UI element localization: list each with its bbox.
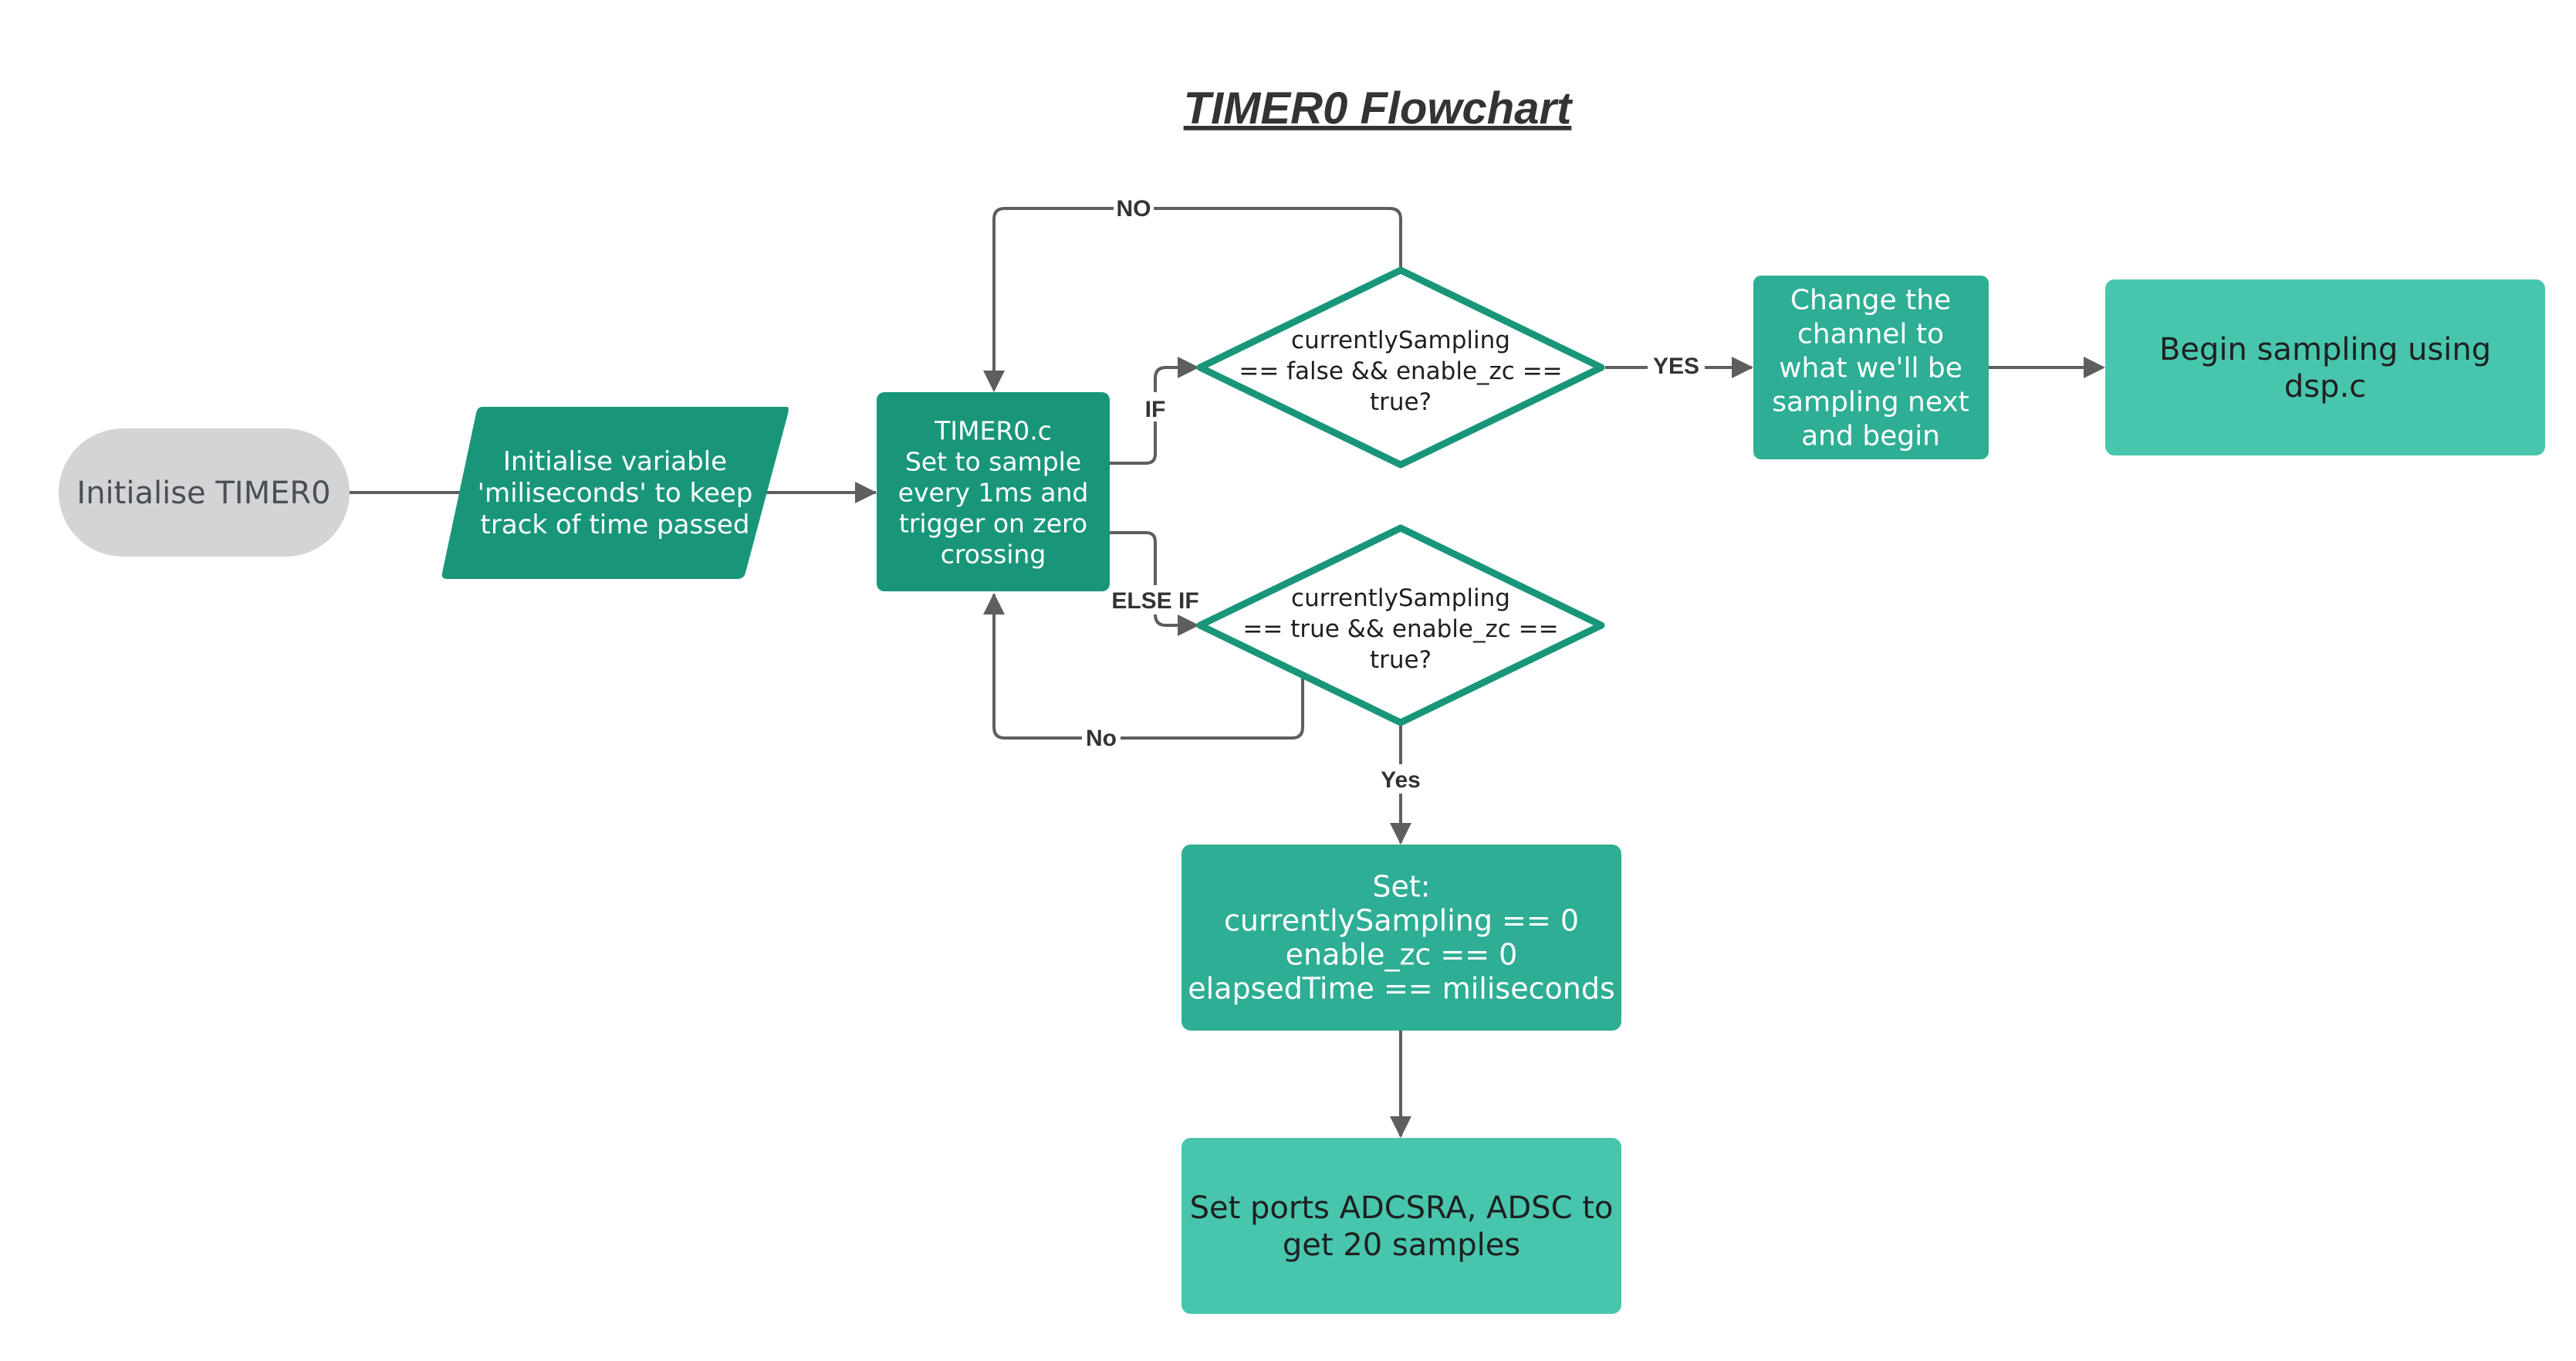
start-terminal-shape xyxy=(59,428,350,557)
node-text-line: get 20 samples xyxy=(1283,1227,1520,1263)
edge-timer0-to-decision-elseif xyxy=(1110,531,1198,627)
arrowhead-loop-top xyxy=(983,371,1005,392)
node-text-line: Set ports ADCSRA, ADSC to xyxy=(1190,1190,1614,1226)
node-decision-elseif: currentlySampling == true && enable_zc ==… xyxy=(1196,524,1605,726)
node-decision-if: currentlySampling == false && enable_zc =… xyxy=(1196,266,1605,469)
node-text-line: elapsedTime == miliseconds xyxy=(1188,971,1615,1005)
decision-if-text: currentlySampling == false && enable_zc =… xyxy=(1239,327,1562,416)
node-text-line: every 1ms and xyxy=(898,478,1089,508)
node-text-line: enable_zc == 0 xyxy=(1286,937,1518,971)
node-text-line: Set: xyxy=(1372,869,1430,903)
set-vars-box xyxy=(1182,845,1621,1031)
init-var-parallelogram xyxy=(441,407,789,579)
edge-labels: NO IF YES ELSE IF No Yes xyxy=(1082,193,1705,794)
arrowhead-begin-sampling xyxy=(2084,357,2105,378)
node-text-line: true? xyxy=(1370,646,1432,674)
change-channel-box xyxy=(1753,276,1989,459)
node-text-line: TIMER0.c xyxy=(934,416,1052,446)
node-text-line: == true && enable_zc == xyxy=(1242,615,1558,643)
node-text-line: crossing xyxy=(941,540,1046,570)
edge-label-yes-right: YES xyxy=(1653,354,1699,379)
decision-if-diamond xyxy=(1196,266,1605,469)
start-terminal-text: Initialise TIMER0 xyxy=(76,476,330,511)
arrowhead-decision-if xyxy=(1178,357,1199,378)
node-text-line: Change the xyxy=(1790,285,1951,317)
edge-label-no-top: NO xyxy=(1117,196,1151,222)
node-text-line: true? xyxy=(1370,388,1432,416)
arrowhead-set-vars xyxy=(1390,823,1411,845)
timer0-box xyxy=(877,392,1110,591)
node-text-line: 'miliseconds' to keep xyxy=(478,478,753,509)
page-title: TIMER0 Flowchart xyxy=(1184,83,1574,134)
node-text-line: channel to xyxy=(1797,319,1944,350)
begin-sampling-box xyxy=(2105,279,2545,455)
node-text-line: trigger on zero xyxy=(899,509,1087,539)
init-var-text: Initialise variable'miliseconds' to keep… xyxy=(478,446,753,540)
node-text-line: Initialise variable xyxy=(503,446,727,477)
decision-elseif-text: currentlySampling == true && enable_zc ==… xyxy=(1242,584,1558,674)
arrowhead-decision-elseif xyxy=(1178,614,1199,636)
edge-label-else-if: ELSE IF xyxy=(1111,588,1198,614)
node-init-var: Initialise variable'miliseconds' to keep… xyxy=(441,407,789,579)
node-text-line: track of time passed xyxy=(481,510,750,540)
edge-label-yes-down: Yes xyxy=(1381,767,1421,793)
node-text-line: currentlySampling == 0 xyxy=(1224,903,1579,937)
edge-decision-elseif-no-loop xyxy=(992,594,1304,740)
decision-elseif-diamond xyxy=(1196,524,1605,726)
node-text-line: dsp.c xyxy=(2284,369,2366,405)
arrowhead-loop-bottom xyxy=(983,593,1005,614)
set-ports-box xyxy=(1182,1138,1621,1314)
edge-decision-if-no-loop xyxy=(992,207,1402,390)
edge-label-no-bottom: No xyxy=(1086,726,1117,751)
edge-label-if: IF xyxy=(1145,397,1166,422)
node-text-line: Begin sampling using xyxy=(2159,332,2491,367)
node-text-line: and begin xyxy=(1801,421,1940,452)
arrowhead-set-ports xyxy=(1390,1116,1411,1138)
node-text-line: currentlySampling xyxy=(1291,327,1510,354)
arrowhead-change-channel xyxy=(1732,357,1753,378)
node-text-line: what we'll be xyxy=(1779,353,1962,384)
node-text-line: Initialise TIMER0 xyxy=(76,476,330,511)
node-text-line: currentlySampling xyxy=(1291,584,1510,612)
node-text-line: == false && enable_zc == xyxy=(1239,357,1562,385)
node-text-line: Set to sample xyxy=(905,447,1081,477)
arrowhead-timer0 xyxy=(855,482,877,503)
node-text-line: sampling next xyxy=(1772,387,1969,418)
node-start: Initialise TIMER0 xyxy=(59,428,350,557)
